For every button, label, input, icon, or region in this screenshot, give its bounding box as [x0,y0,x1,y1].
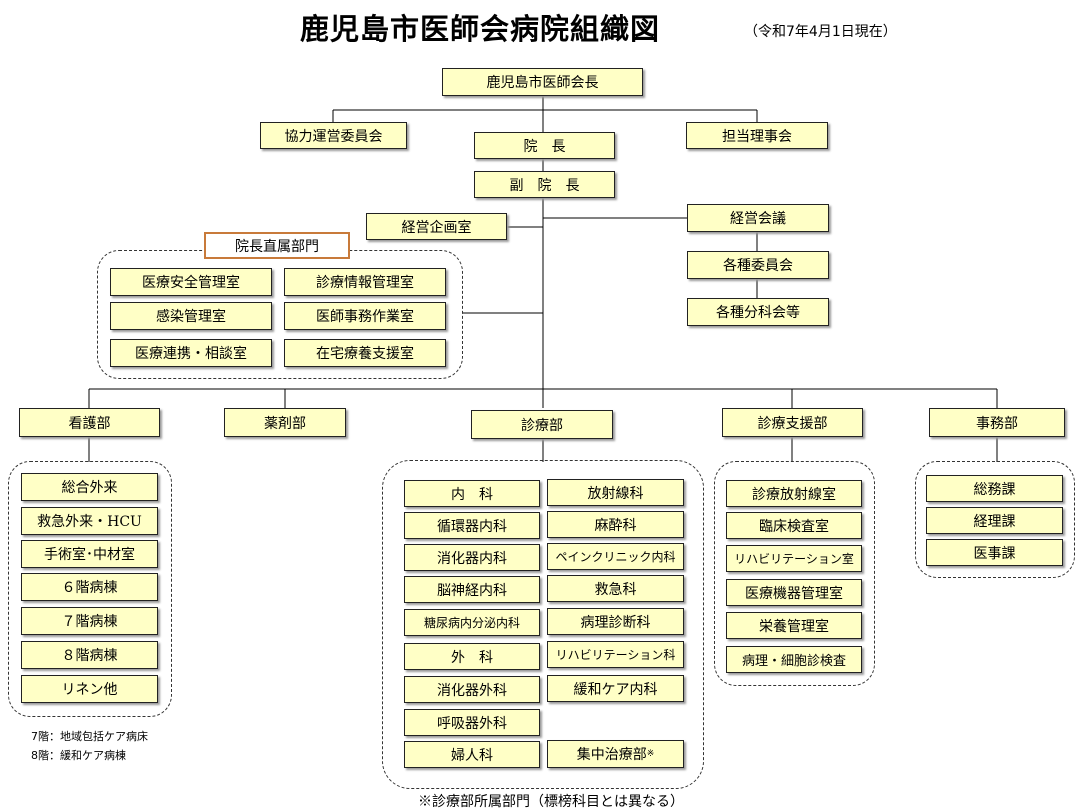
shinryo-left-item: 外 科 [404,643,540,670]
kango-item: ６階病棟 [21,573,158,601]
chokuzoku-label: 院長直属部門 [204,232,350,259]
kango-item: 手術室･中材室 [21,540,158,568]
kango-note: 8階：緩和ケア病棟 [31,749,126,762]
shinryo-left-item: 脳神経内科 [404,576,540,603]
kyoryoku-committee-box: 協力運営委員会 [260,122,407,149]
kango-group [8,461,172,717]
jimu-item: 総務課 [926,475,1063,502]
jimu-item: 医事課 [926,539,1063,566]
shinryo-left-item: 糖尿病内分泌内科 [404,609,540,636]
shien-item: 病理・細胞診検査 [726,646,862,673]
shinryo-left-item: 消化器内科 [404,544,540,571]
shinryo-left-item: 消化器外科 [404,676,540,703]
kango-item: ８階病棟 [21,641,158,669]
shien-item: リハビリテーション室 [726,545,862,572]
kango-item: 総合外来 [21,473,158,501]
shinryo-right-item: 救急科 [547,575,684,602]
shien-group [714,461,875,686]
shinryo-right-item: 麻酔科 [547,511,684,538]
shinryo-left-item: 呼吸器外科 [404,709,540,736]
chokuzoku-item: 医療安全管理室 [110,268,272,296]
shien-item: 診療放射線室 [726,480,862,507]
shinryo-group [382,460,704,789]
dept-jimu: 事務部 [929,408,1065,437]
chokuzoku-item: 感染管理室 [110,302,272,330]
chokuzoku-item: 医療連携・相談室 [110,339,272,367]
shinryo-right-item: リハビリテーション科 [547,641,684,668]
kango-item: ７階病棟 [21,607,158,635]
effective-date: （令和7年4月1日現在） [744,24,897,40]
iinkai-box: 各種委員会 [687,251,829,279]
dept-shien: 診療支援部 [722,408,863,437]
chairman-box: 鹿児島市医師会長 [442,68,643,96]
shinryo-right-item: 放射線科 [547,479,684,506]
shuchu-box: 集中治療部※ [547,740,684,768]
jimu-group [915,461,1075,578]
dept-shinryo: 診療部 [471,410,613,439]
kango-note: 7階：地域包括ケア病床 [31,730,148,743]
tanto-board-box: 担当理事会 [686,122,828,149]
shien-item: 医療機器管理室 [726,579,862,606]
vice-director-box: 副 院 長 [474,171,615,198]
shien-item: 栄養管理室 [726,612,862,639]
jimu-item: 経理課 [926,507,1063,534]
dept-kango: 看護部 [19,408,160,437]
shuchu-label: 集中治療部 [576,747,647,763]
keiei-kaigi-box: 経営会議 [687,204,829,232]
chokuzoku-item: 診療情報管理室 [284,268,446,296]
shinryo-right-item: 病理診断科 [547,608,684,635]
shinryo-right-item: 緩和ケア内科 [547,675,684,702]
shinryo-left-item: 婦人科 [404,741,540,768]
footnote: ※診療部所属部門（標榜科目とは異なる） [418,794,684,810]
shien-item: 臨床検査室 [726,512,862,539]
kango-item: 救急外来・HCU [21,507,158,535]
shinryo-left-item: 内 科 [404,480,540,507]
director-box: 院 長 [474,132,615,159]
page-title: 鹿児島市医師会病院組織図 [300,12,661,46]
chokuzoku-item: 医師事務作業室 [284,302,446,330]
chokuzoku-item: 在宅療養支援室 [284,339,446,367]
shuchu-mark: ※ [646,749,655,759]
shinryo-right-item: ペインクリニック内科 [547,543,684,570]
shinryo-left-item: 循環器内科 [404,512,540,539]
dept-yakuzai: 薬剤部 [224,408,346,437]
kango-item: リネン他 [21,675,158,703]
bunkakai-box: 各種分科会等 [687,298,829,326]
keiei-kikaku-box: 経営企画室 [366,213,507,240]
